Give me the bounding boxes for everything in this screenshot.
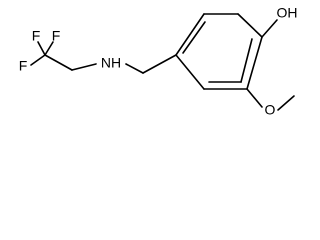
ring-bond-c6-c1 — [175, 54, 205, 90]
bond-cf3-to-f-top-right — [44, 41, 54, 56]
ring-inner-double-right — [240, 38, 253, 83]
bond-benzylic-ch2-to-ring — [142, 54, 177, 74]
ring-bond-c3-c4 — [237, 13, 263, 38]
bond-ring-to-methoxy-oxygen — [246, 88, 263, 108]
ring-bond-c4-c5 — [246, 36, 263, 90]
bond-cf3-to-f-left — [30, 54, 46, 66]
hydroxyl-oh-label: OH — [277, 5, 298, 21]
ring-bond-c1-c2 — [175, 13, 205, 56]
molecule-structure: F F F NH OH O — [19, 5, 298, 118]
fluorine-top-right-label: F — [52, 28, 61, 44]
fluorine-top-left-label: F — [32, 28, 41, 44]
amine-nh-label: NH — [101, 55, 121, 71]
ring-inner-double-left — [182, 21, 206, 54]
bond-methoxy-oxygen-to-methyl — [277, 95, 295, 111]
bond-cf3-to-f-top-left — [37, 41, 46, 56]
bond-ring-to-hydroxyl — [261, 19, 278, 38]
bond-ch2-to-nitrogen — [71, 63, 97, 71]
fluorine-left-label: F — [19, 58, 28, 74]
bond-cf3-to-ch2 — [44, 54, 73, 71]
methoxy-oxygen-label: O — [265, 102, 276, 118]
bond-nitrogen-to-benzylic-ch2 — [125, 63, 144, 74]
